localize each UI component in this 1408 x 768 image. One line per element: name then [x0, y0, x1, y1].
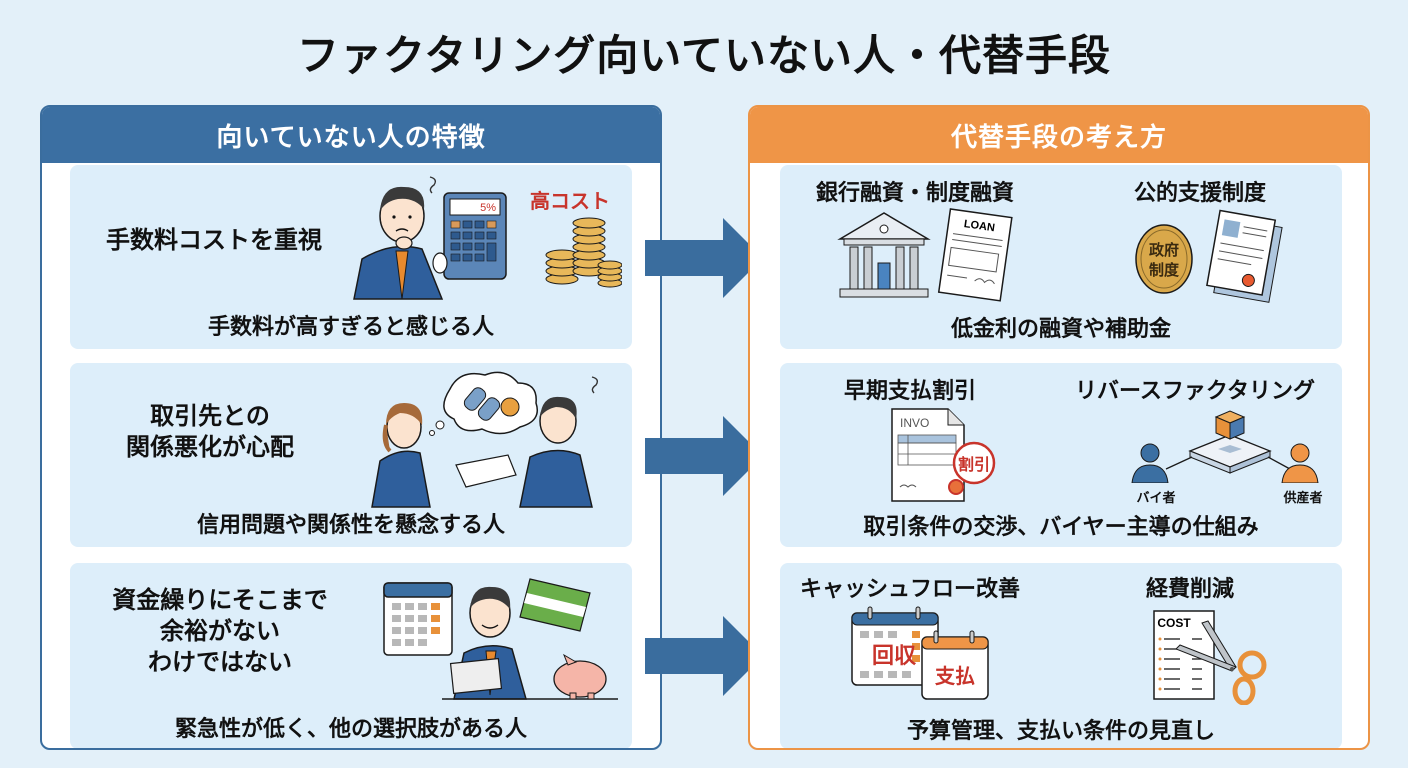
- arrow-right-icon: [645, 616, 763, 696]
- alternative-card-terms: 早期支払割引 リバースファクタリング INVO 割引: [780, 363, 1342, 547]
- reverse-factoring-network-icon: [1131, 410, 1319, 483]
- card-title-line: 余裕がない: [160, 617, 280, 646]
- alt-label-bank-loan: 銀行融資・制度融資: [815, 181, 1014, 206]
- unsuitable-card-relationship: 取引先との 関係悪化が心配 信用問題や関係性を懸念する人: [70, 363, 632, 547]
- card-title-line: 取引先との: [150, 402, 270, 430]
- unsuitable-card-low-urgency: 資金繰りにそこまで 余裕がない わけではない: [70, 563, 632, 748]
- card-subtitle: 手数料が高すぎると感じる人: [207, 315, 494, 340]
- card-title-line: 資金繰りにそこまで: [112, 586, 328, 614]
- cost-scissors-icon: COST: [1153, 610, 1267, 705]
- seal-text-line: 政府: [1149, 241, 1179, 259]
- alt-label-reverse-factoring: リバースファクタリング: [1074, 379, 1316, 404]
- card-title: 取引先との 関係悪化が心配: [80, 401, 340, 463]
- card-title: 資金繰りにそこまで 余裕がない わけではない: [80, 585, 360, 679]
- card-title-line: 関係悪化が心配: [126, 433, 294, 462]
- high-cost-label: 高コスト: [530, 189, 610, 213]
- alt-label-early-payment-discount: 早期支払割引: [843, 379, 976, 404]
- alternatives-panel: 代替手段の考え方 銀行融資・制度融資 公的支援制度 LOAN 政府: [748, 105, 1370, 750]
- government-support-icon: 政府 制度: [1135, 209, 1283, 303]
- alternative-card-financing: 銀行融資・制度融資 公的支援制度 LOAN 政府 制度: [780, 165, 1342, 349]
- page-title: ファクタリング向いていない人・代替手段: [296, 31, 1112, 80]
- alt-label-cost-reduction: 経費削減: [1145, 577, 1234, 602]
- alt-label-cashflow-improvement: キャッシュフロー改善: [799, 577, 1020, 602]
- worried-businessman-calculator-icon: 5%: [353, 176, 622, 300]
- discount-stamp-text: 割引: [958, 455, 990, 474]
- bank-loan-icon: LOAN: [837, 208, 1013, 302]
- unsuitable-card-fee-cost: 手数料コストを重視 5%: [70, 165, 632, 349]
- collection-payment-calendars-icon: 回収 支払: [851, 606, 989, 700]
- arrow-right-icon: [645, 218, 763, 298]
- card-subtitle: 信用問題や関係性を懸念する人: [196, 513, 505, 538]
- alt-label-public-support: 公的支援制度: [1133, 181, 1266, 206]
- buyer-label: バイ者: [1136, 491, 1176, 506]
- card-subtitle: 取引条件の交渉、バイヤー主導の仕組み: [863, 515, 1259, 540]
- calculator-display: 5%: [480, 202, 496, 214]
- invoice-discount-icon: INVO 割引: [891, 408, 996, 502]
- alternative-card-cashflow: キャッシュフロー改善 経費削減 回収 支払 COST: [780, 563, 1342, 748]
- payment-calendar-text: 支払: [935, 664, 975, 688]
- supplier-label: 供産者: [1283, 491, 1323, 506]
- invoice-doc-text: INVO: [900, 416, 929, 430]
- loan-doc-text: LOAN: [963, 218, 996, 234]
- cost-doc-text: COST: [1157, 616, 1191, 630]
- card-title-line: わけではない: [148, 648, 292, 677]
- alternatives-panel-header: 代替手段の考え方: [750, 107, 1368, 163]
- collection-calendar-text: 回収: [872, 644, 917, 669]
- calm-businessman-savings-icon: [383, 578, 618, 700]
- card-title: 手数料コストを重視: [106, 226, 322, 254]
- business-relationship-worry-icon: [371, 371, 599, 508]
- card-subtitle: 低金利の融資や補助金: [950, 317, 1171, 342]
- card-subtitle: 予算管理、支払い条件の見直し: [906, 719, 1215, 744]
- unsuitable-panel: 向いていない人の特徴 手数料コストを重視 5%: [40, 105, 662, 750]
- arrow-right-icon: [645, 416, 763, 496]
- card-subtitle: 緊急性が低く、他の選択肢がある人: [174, 717, 527, 742]
- seal-text-line: 制度: [1149, 261, 1180, 279]
- unsuitable-panel-header: 向いていない人の特徴: [42, 107, 660, 163]
